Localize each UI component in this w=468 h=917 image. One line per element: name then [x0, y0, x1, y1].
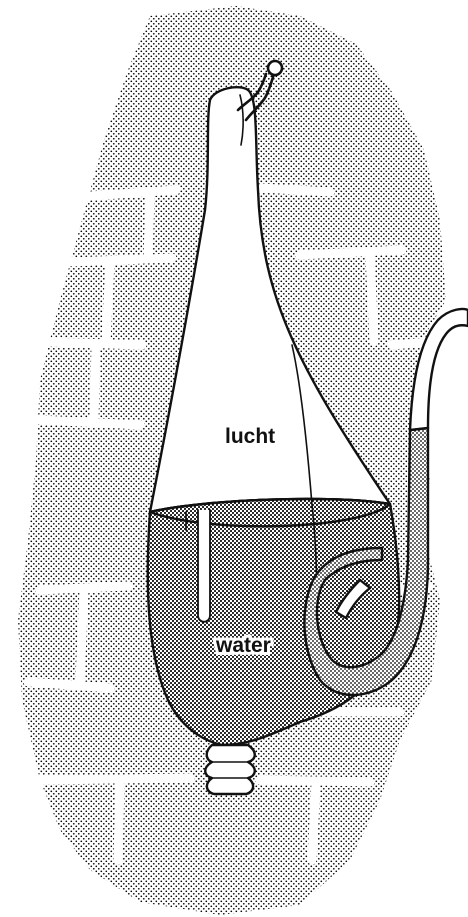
inner-tube: [198, 510, 210, 622]
air-label: lucht: [225, 425, 275, 448]
bottom-knob: [205, 745, 255, 794]
hook-head: [268, 61, 282, 75]
water-label-text: water: [215, 634, 271, 657]
